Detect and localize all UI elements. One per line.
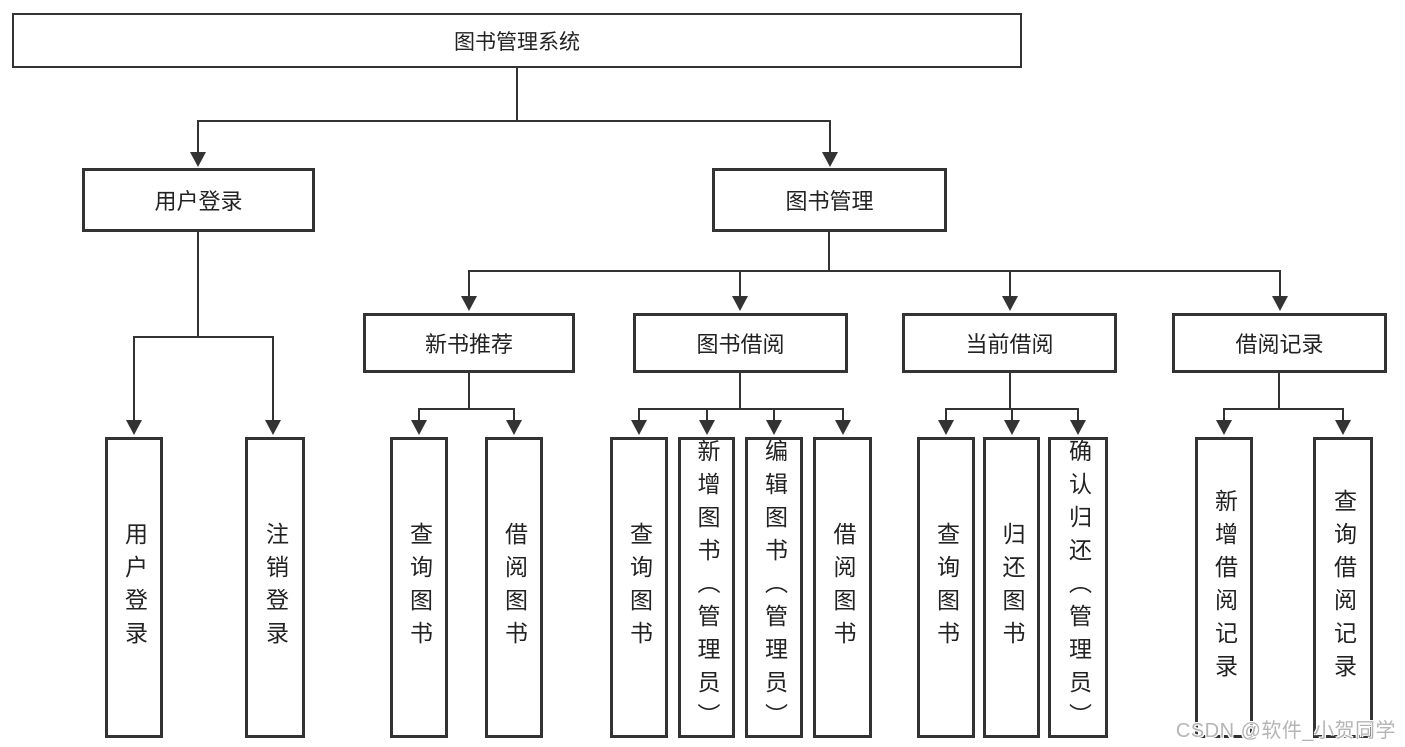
node-label: 新增图书（管理员） xyxy=(694,439,720,736)
node-user-login: 用户登录 xyxy=(82,168,315,232)
arrow-down-icon xyxy=(126,336,142,435)
leaf-add-books-admin: 新增图书（管理员） xyxy=(678,437,735,738)
leaf-query-books-1: 查询图书 xyxy=(390,437,448,738)
connector-line xyxy=(739,373,741,410)
node-label: 查询图书 xyxy=(933,521,960,654)
node-label: 查询借阅记录 xyxy=(1330,488,1357,687)
node-label: 借阅图书 xyxy=(501,521,528,654)
leaf-user-login: 用户登录 xyxy=(105,437,163,738)
connector-line xyxy=(134,336,273,338)
arrow-down-icon xyxy=(1216,408,1232,435)
arrow-down-icon xyxy=(1335,408,1351,435)
node-label: 新书推荐 xyxy=(424,332,513,357)
node-book-management: 图书管理 xyxy=(712,168,947,232)
leaf-add-borrow-record: 新增借阅记录 xyxy=(1195,437,1253,738)
arrow-down-icon xyxy=(822,120,838,167)
arrow-down-icon xyxy=(938,408,954,435)
node-label: 确认归还（管理员） xyxy=(1065,439,1092,736)
node-label: 图书管理 xyxy=(785,189,874,214)
node-label: 图书管理系统 xyxy=(454,30,580,54)
node-label: 借阅记录 xyxy=(1235,332,1324,357)
connector-line xyxy=(197,232,199,338)
arrow-down-icon xyxy=(190,120,206,167)
leaf-confirm-return-admin: 确认归还（管理员） xyxy=(1048,437,1108,738)
node-label: 用户登录 xyxy=(154,189,243,214)
arrow-down-icon xyxy=(1272,270,1288,311)
connector-line xyxy=(639,408,843,410)
connector-line xyxy=(1224,408,1343,410)
watermark: CSDN @软件_小贺同学 xyxy=(1175,720,1396,742)
leaf-query-books-2: 查询图书 xyxy=(610,437,668,738)
node-label: 注销登录 xyxy=(262,521,289,654)
arrow-down-icon xyxy=(631,408,647,435)
arrow-down-icon xyxy=(699,408,715,435)
leaf-return-books: 归还图书 xyxy=(983,437,1040,738)
node-label: 借阅图书 xyxy=(830,521,856,654)
connector-line xyxy=(469,270,1280,272)
arrow-down-icon xyxy=(411,408,427,435)
connector-line xyxy=(198,120,830,122)
leaf-query-books-3: 查询图书 xyxy=(917,437,975,738)
arrow-down-icon xyxy=(506,408,522,435)
node-library-management-system: 图书管理系统 xyxy=(12,13,1022,68)
arrow-down-icon xyxy=(1002,270,1018,311)
node-current-borrowing: 当前借阅 xyxy=(902,313,1117,373)
node-borrowing-records: 借阅记录 xyxy=(1172,313,1387,373)
leaf-edit-books-admin: 编辑图书（管理员） xyxy=(745,437,803,738)
arrow-down-icon xyxy=(1070,408,1086,435)
connector-line xyxy=(468,373,470,410)
arrow-down-icon xyxy=(265,336,281,435)
leaf-borrow-books-1: 借阅图书 xyxy=(485,437,543,738)
arrow-down-icon xyxy=(732,270,748,311)
node-book-borrowing: 图书借阅 xyxy=(633,313,848,373)
leaf-logout: 注销登录 xyxy=(245,437,305,738)
node-label: 查询图书 xyxy=(406,521,433,654)
node-label: 当前借阅 xyxy=(965,332,1054,357)
arrow-down-icon xyxy=(1004,408,1020,435)
connector-line xyxy=(419,408,514,410)
node-label: 新增借阅记录 xyxy=(1211,488,1238,687)
connector-line xyxy=(1009,373,1011,410)
node-label: 图书借阅 xyxy=(696,332,785,357)
leaf-borrow-books-2: 借阅图书 xyxy=(813,437,872,738)
arrow-down-icon xyxy=(835,408,851,435)
node-label: 归还图书 xyxy=(999,521,1025,654)
node-label: 编辑图书（管理员） xyxy=(761,439,788,736)
arrow-down-icon xyxy=(461,270,477,311)
connector-line xyxy=(828,232,830,272)
node-new-book-recommendation: 新书推荐 xyxy=(363,313,575,373)
connector-line xyxy=(516,68,518,122)
node-label: 查询图书 xyxy=(626,521,653,654)
node-label: 用户登录 xyxy=(121,521,148,654)
connector-line xyxy=(1278,373,1280,410)
arrow-down-icon xyxy=(766,408,782,435)
leaf-query-borrow-record: 查询借阅记录 xyxy=(1313,437,1373,738)
